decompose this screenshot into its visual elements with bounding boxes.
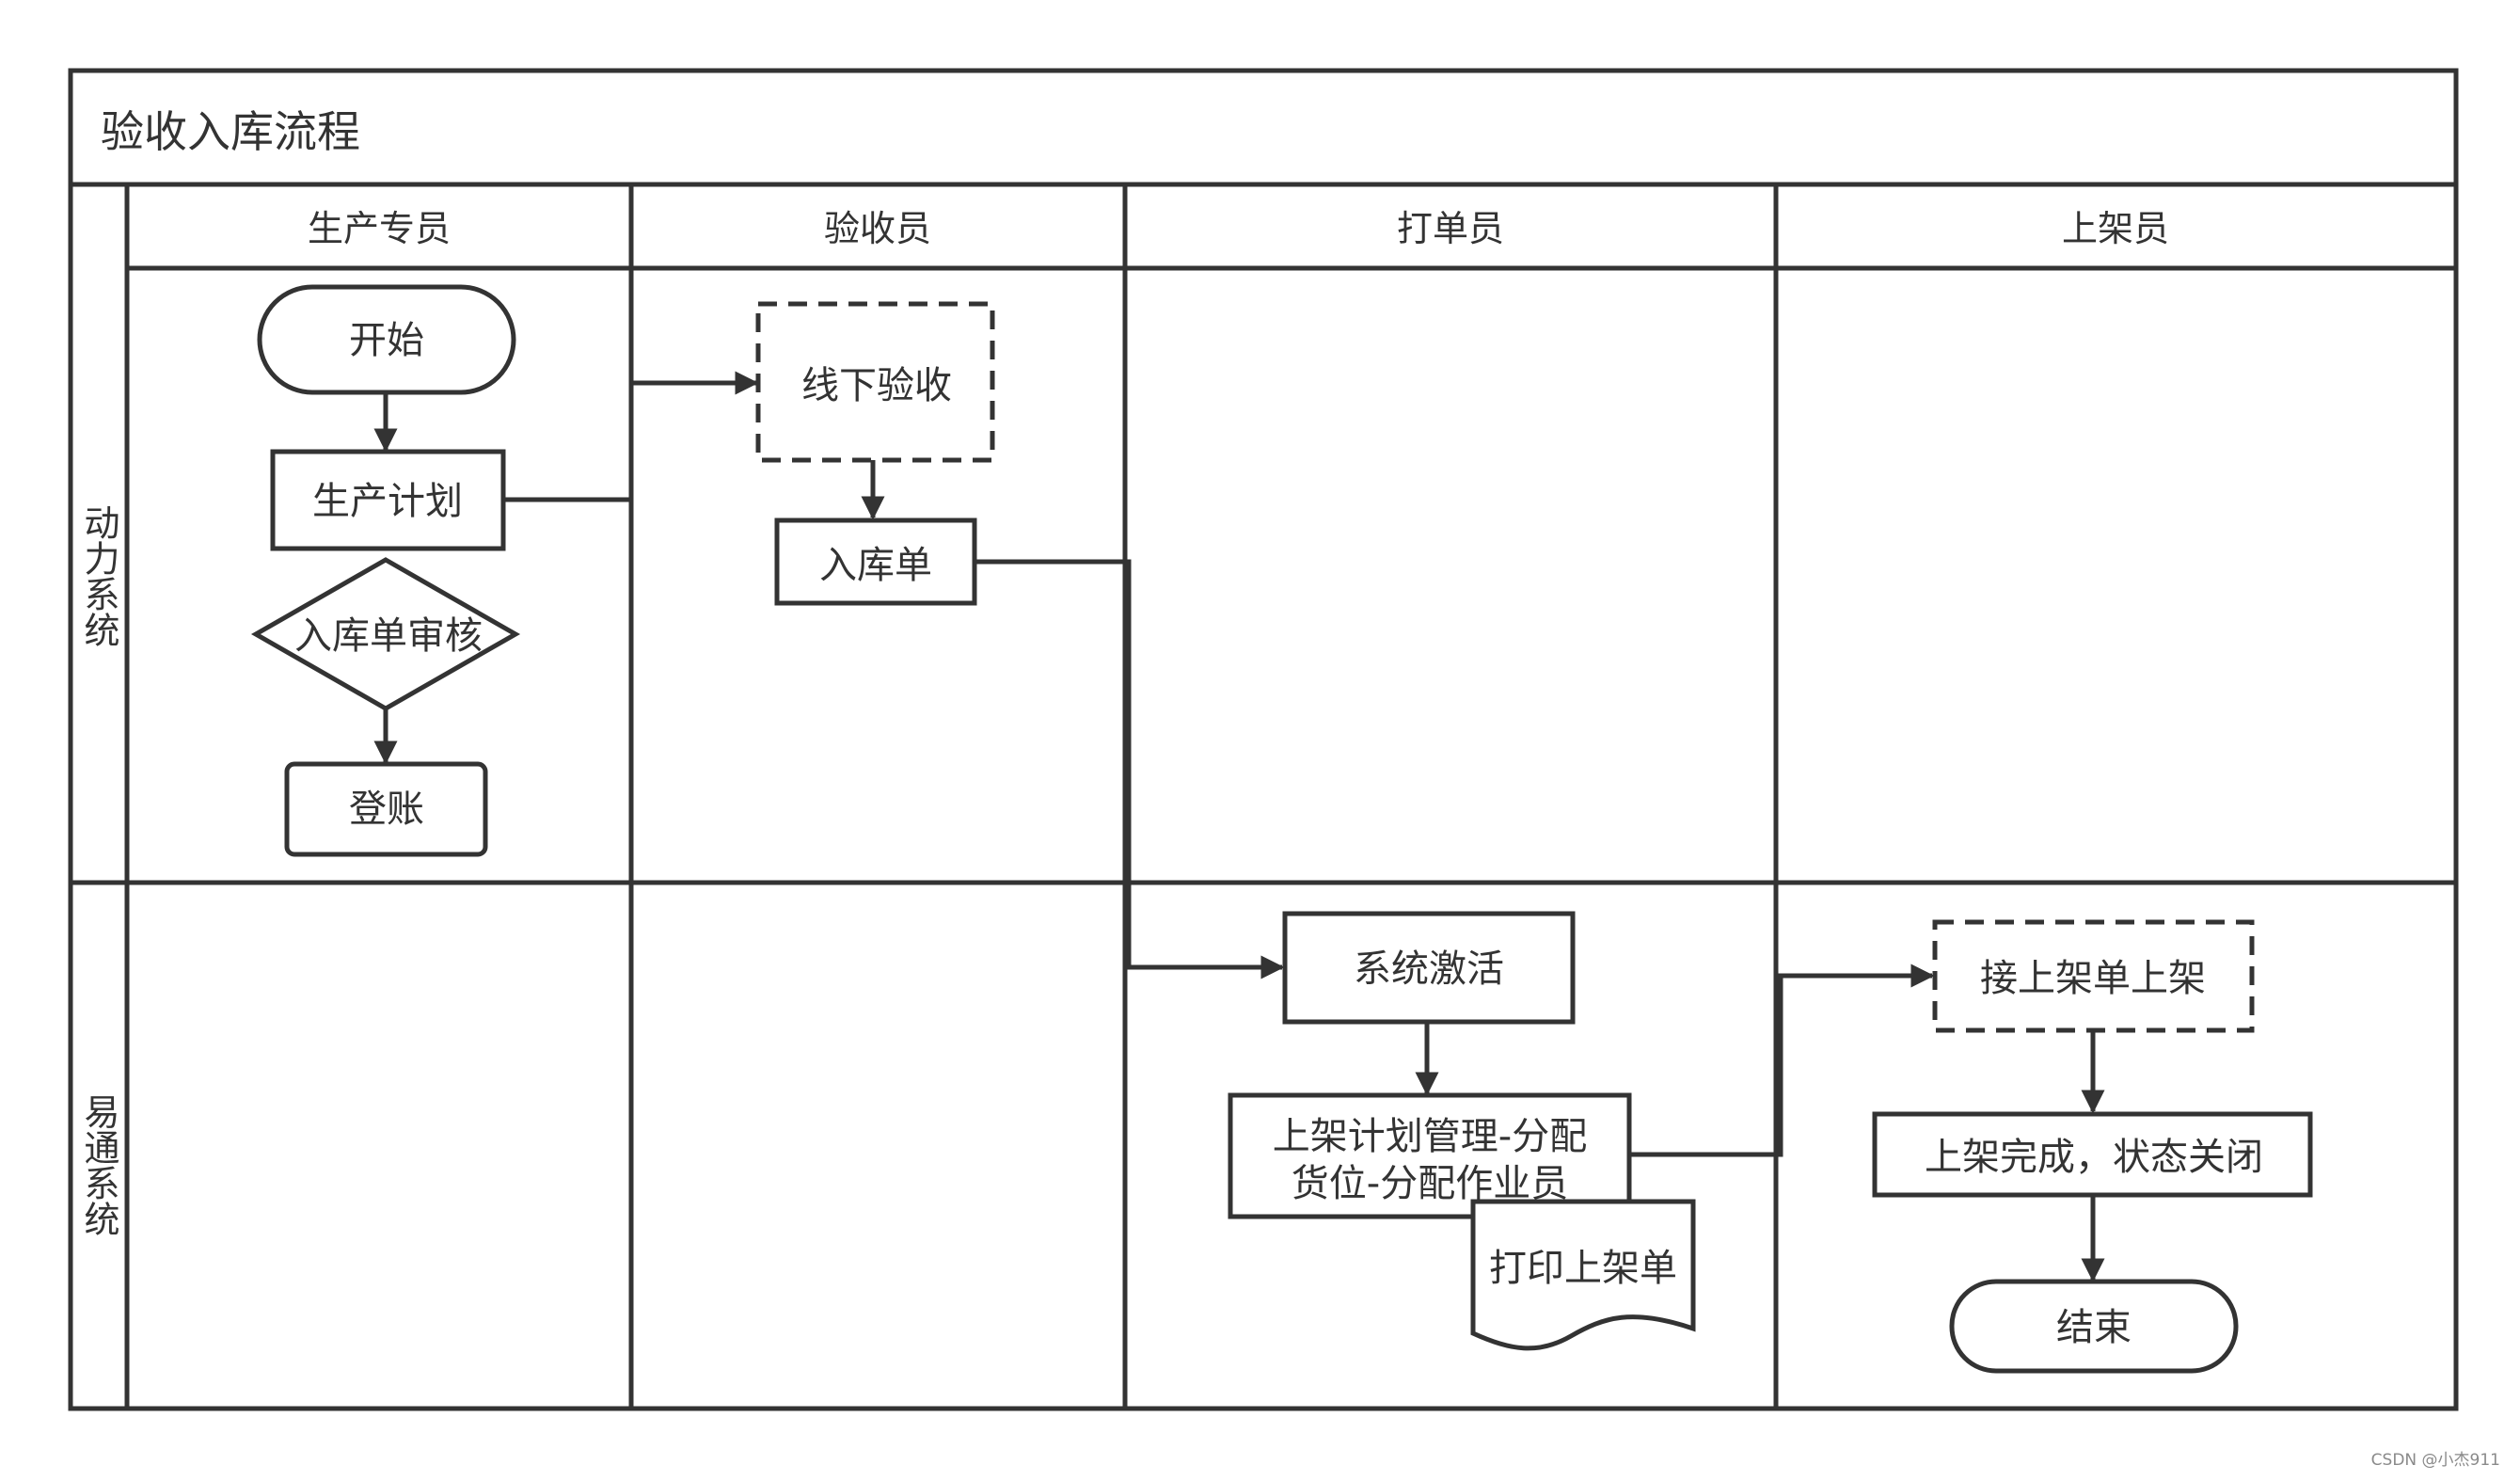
column-header-production: 生产专员: [308, 208, 451, 249]
node-receive-shelf-sheet-label: 接上架单上架: [1980, 957, 2206, 1000]
diagram-title: 验收入库流程: [101, 106, 360, 157]
node-end-label: 结束: [2056, 1306, 2132, 1349]
row-header-power-system: 动力系统: [78, 504, 119, 647]
node-offline-inspection-label: 线下验收: [801, 364, 952, 407]
node-receipt: [774, 518, 977, 606]
node-start: [257, 284, 516, 395]
diagram-frame: [68, 68, 2459, 1411]
column-header-shelver: 上架员: [2062, 208, 2169, 249]
node-offline-inspection: [755, 301, 995, 463]
node-shelf-complete: [1872, 1111, 2313, 1198]
node-system-activation-label: 系统激活: [1354, 948, 1504, 991]
node-start-label: 开始: [349, 319, 424, 362]
node-receipt-review: [250, 557, 521, 711]
column-header-inspector: 验收员: [824, 208, 931, 249]
node-receipt-review-label: 入库单审核: [294, 614, 483, 658]
row-header-yitong-system: 易通系统: [78, 1093, 119, 1236]
node-shelf-plan-management: [1228, 1092, 1632, 1219]
node-receive-shelf-sheet: [1932, 919, 2255, 1033]
node-shelf-complete-label: 上架完成，状态关闭: [1925, 1136, 2263, 1179]
node-shelf-plan-line-2: 货位-分配作业员: [1292, 1162, 1568, 1205]
node-production-plan: [270, 449, 506, 551]
edge-plan-to-inspection: [503, 371, 759, 502]
edge-shelf-plan-to-receive: [1629, 963, 1935, 1157]
node-receipt-label: 入库单: [819, 544, 932, 587]
node-posting: [284, 761, 488, 857]
node-posting-label: 登账: [349, 788, 424, 831]
node-print-shelf-sheet-label: 打印上架单: [1489, 1247, 1677, 1290]
node-production-plan-label: 生产计划: [312, 480, 463, 523]
node-shelf-plan-line-1: 上架计划管理-分配: [1273, 1115, 1587, 1158]
watermark: CSDN @小杰911: [2371, 1451, 2500, 1470]
node-system-activation: [1282, 911, 1576, 1025]
node-print-shelf-sheet: [1470, 1199, 1696, 1351]
node-end: [1949, 1279, 2239, 1374]
edge-receipt-to-activation: [975, 559, 1285, 979]
column-header-printer: 打单员: [1397, 208, 1504, 249]
